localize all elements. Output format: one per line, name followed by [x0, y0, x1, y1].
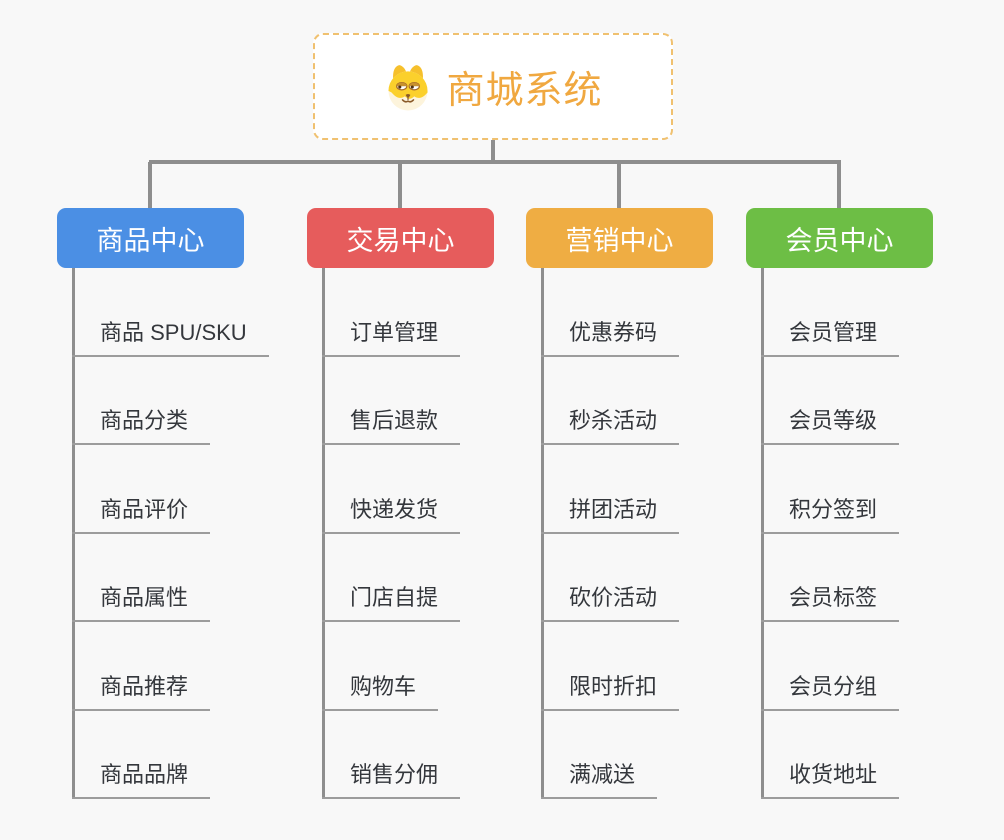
branch-list-marketing: 优惠券码 秒杀活动 拼团活动 砍价活动 限时折扣 满减送 — [541, 268, 680, 799]
root-node[interactable]: 商城系统 — [313, 33, 673, 140]
leaf-label[interactable]: 商品属性 — [72, 580, 211, 622]
branch-header-product[interactable]: 商品中心 — [57, 208, 244, 268]
leaf-label[interactable]: 收货地址 — [761, 757, 900, 799]
list-item: 商品推荐 — [72, 622, 269, 711]
leaf-label[interactable]: 门店自提 — [322, 580, 461, 622]
connector-horizontal — [149, 160, 841, 164]
leaf-label[interactable]: 会员管理 — [761, 315, 900, 357]
connector-root-stub — [491, 139, 495, 162]
leaf-label[interactable]: 限时折扣 — [541, 669, 680, 711]
list-item: 售后退款 — [322, 357, 461, 445]
leaf-label[interactable]: 会员标签 — [761, 580, 900, 622]
list-item: 满减送 — [541, 711, 679, 799]
list-item: 商品品牌 — [72, 711, 269, 799]
leaf-label[interactable]: 订单管理 — [322, 315, 461, 357]
list-item: 砍价活动 — [541, 534, 680, 622]
list-item: 拼团活动 — [541, 445, 680, 534]
list-item: 商品分类 — [72, 357, 269, 445]
leaf-label[interactable]: 满减送 — [541, 757, 658, 799]
list-item: 快递发货 — [322, 445, 461, 534]
leaf-label[interactable]: 优惠券码 — [541, 315, 680, 357]
list-item: 销售分佣 — [322, 711, 461, 799]
leaf-label[interactable]: 秒杀活动 — [541, 403, 680, 445]
dog-face-icon — [388, 64, 429, 110]
list-item: 收货地址 — [761, 711, 900, 799]
list-item: 会员分组 — [761, 622, 900, 711]
list-item: 优惠券码 — [541, 268, 680, 357]
branch-header-member[interactable]: 会员中心 — [746, 208, 933, 268]
leaf-label[interactable]: 商品品牌 — [72, 757, 211, 799]
list-item: 商品评价 — [72, 445, 269, 534]
connector-drop-member — [837, 162, 841, 208]
leaf-label[interactable]: 销售分佣 — [322, 757, 461, 799]
leaf-label[interactable]: 快递发货 — [322, 492, 461, 534]
list-item: 会员管理 — [761, 268, 900, 357]
branch-list-trade: 订单管理 售后退款 快递发货 门店自提 购物车 销售分佣 — [322, 268, 461, 799]
branch-header-trade[interactable]: 交易中心 — [307, 208, 494, 268]
branch-header-marketing[interactable]: 营销中心 — [526, 208, 713, 268]
leaf-label[interactable]: 砍价活动 — [541, 580, 680, 622]
leaf-label[interactable]: 商品分类 — [72, 403, 211, 445]
root-title: 商城系统 — [446, 70, 603, 112]
connector-drop-trade — [398, 162, 402, 208]
leaf-label[interactable]: 商品推荐 — [72, 669, 211, 711]
leaf-label[interactable]: 会员等级 — [761, 403, 900, 445]
list-item: 购物车 — [322, 622, 460, 711]
leaf-label[interactable]: 购物车 — [322, 669, 439, 711]
leaf-label[interactable]: 积分签到 — [761, 492, 900, 534]
list-item: 商品属性 — [72, 534, 269, 622]
list-item: 积分签到 — [761, 445, 900, 534]
list-item: 门店自提 — [322, 534, 461, 622]
leaf-label[interactable]: 拼团活动 — [541, 492, 680, 534]
connector-drop-marketing — [617, 162, 621, 208]
leaf-label[interactable]: 商品评价 — [72, 492, 211, 534]
leaf-label[interactable]: 商品 SPU/SKU — [72, 315, 269, 357]
branch-list-member: 会员管理 会员等级 积分签到 会员标签 会员分组 收货地址 — [761, 268, 900, 799]
branch-list-product: 商品 SPU/SKU 商品分类 商品评价 商品属性 商品推荐 商品品牌 — [72, 268, 269, 799]
list-item: 秒杀活动 — [541, 357, 680, 445]
leaf-label[interactable]: 会员分组 — [761, 669, 900, 711]
leaf-label[interactable]: 售后退款 — [322, 403, 461, 445]
list-item: 会员标签 — [761, 534, 900, 622]
list-item: 订单管理 — [322, 268, 461, 357]
list-item: 限时折扣 — [541, 622, 680, 711]
list-item: 商品 SPU/SKU — [72, 268, 269, 357]
connector-drop-product — [148, 162, 152, 208]
list-item: 会员等级 — [761, 357, 900, 445]
